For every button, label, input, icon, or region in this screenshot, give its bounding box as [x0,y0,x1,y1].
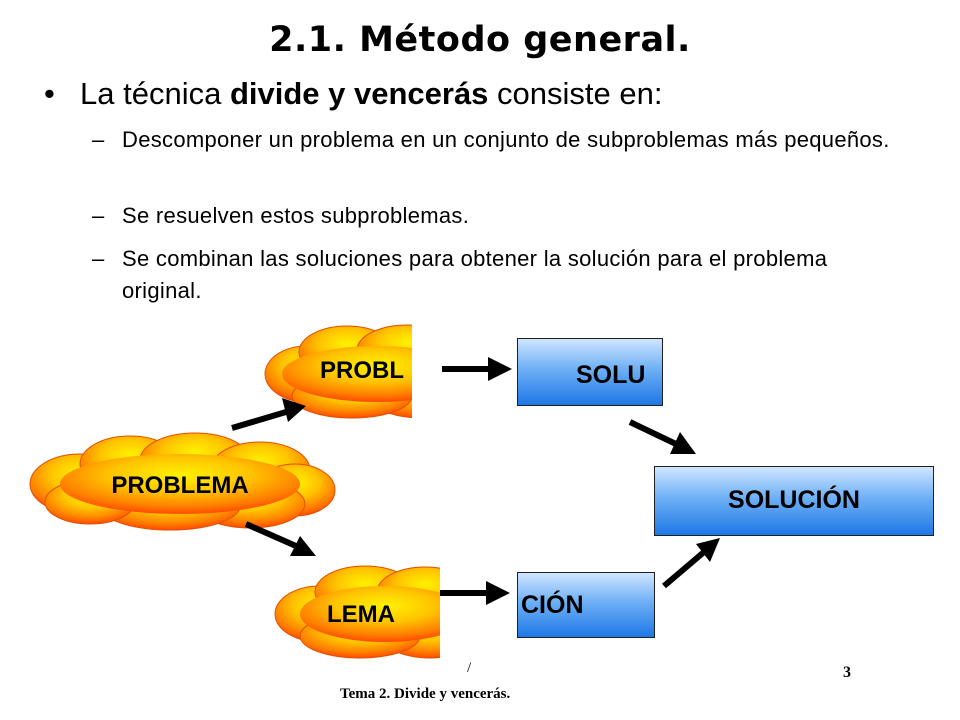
page-number: 3 [843,664,851,681]
footer-tema: Tema 2. Divide y vencerás. [340,686,511,702]
dash-marker: – [92,127,105,152]
bottom-subproblem-cloud: LEMA [270,562,440,662]
subitem-resuelven: – Se resuelven estos subproblemas. [92,200,912,232]
subitem-descomponer: – Descomponer un problema en un conjunto… [92,124,912,156]
arrow-problem-to-bottom-icon [244,521,316,556]
slide-title: 2.1. Método general. [269,20,691,60]
bullet-prefix: La técnica [80,76,230,111]
bottom-solution-box: CIÓN [517,572,655,638]
final-solution-box: SOLUCIÓN [654,466,934,536]
bullet-bold-term: divide y vencerás [229,76,489,111]
subitem-text: Se combinan las soluciones para obtener … [122,246,828,303]
top-subproblem-label: PROBL [320,357,404,384]
dash-marker: – [92,203,105,228]
arrow-problem-to-top-icon [231,398,306,431]
subitem-combinan: – Se combinan las soluciones para obtene… [92,243,912,307]
top-subproblem-cloud: PROBL [262,322,412,422]
bullet-suffix: consiste en: [488,76,663,111]
bottom-subproblem-label: LEMA [327,601,395,628]
subitem-text: Se resuelven estos subproblemas. [122,203,470,228]
arrow-top-subproblem-to-solution-icon [442,357,512,381]
bottom-solution-label: CIÓN [521,591,584,619]
arrow-top-solution-to-final-icon [628,419,696,454]
final-solution-label: SOLUCIÓN [728,486,860,514]
main-problem-cloud: PROBLEMA [20,432,340,532]
dash-marker: – [92,246,105,271]
main-problem-label: PROBLEMA [111,472,248,499]
subitem-text: Descomponer un problema en un conjunto d… [122,127,890,152]
footer-marker: / [467,660,472,676]
top-solution-label: SOLU [576,361,646,389]
arrow-bottom-subproblem-to-solution-icon [440,581,510,605]
arrow-bottom-solution-to-final-icon [662,538,720,589]
main-bullet: • La técnica divide y vencerás consiste e… [44,76,662,112]
bullet-dot-icon: • [44,76,55,111]
top-solution-box: SOLU [517,338,663,406]
